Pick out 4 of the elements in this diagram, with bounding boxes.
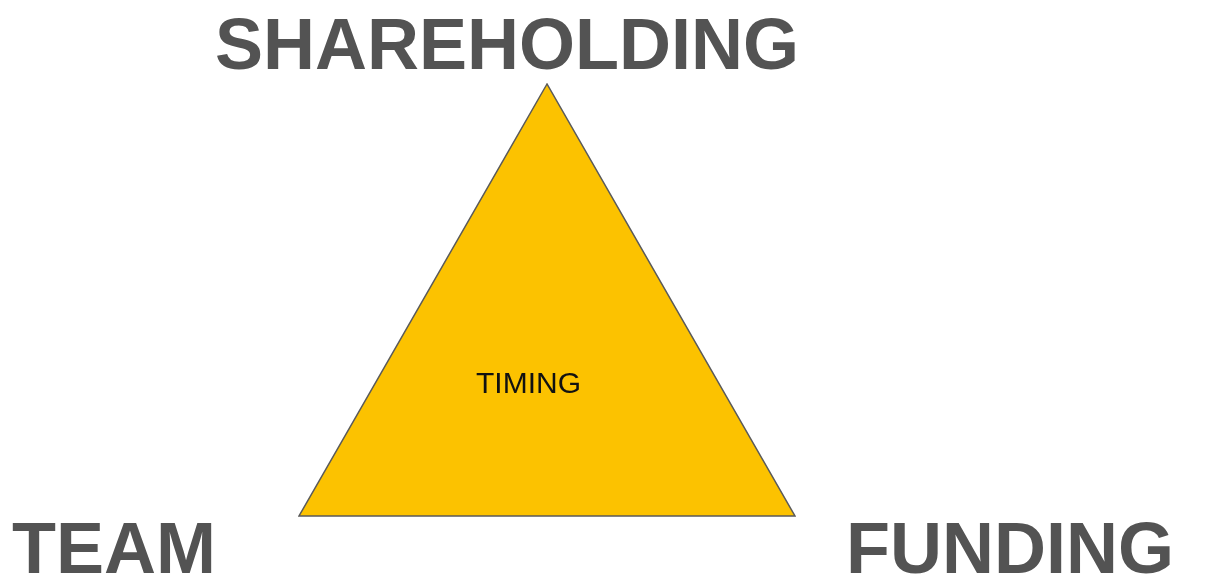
corner-label: FUNDING: [846, 512, 1174, 580]
corner-label: TEAM: [12, 512, 216, 580]
node-label: TIMING: [476, 366, 581, 400]
corner-label: SHAREHOLDING: [215, 8, 799, 80]
